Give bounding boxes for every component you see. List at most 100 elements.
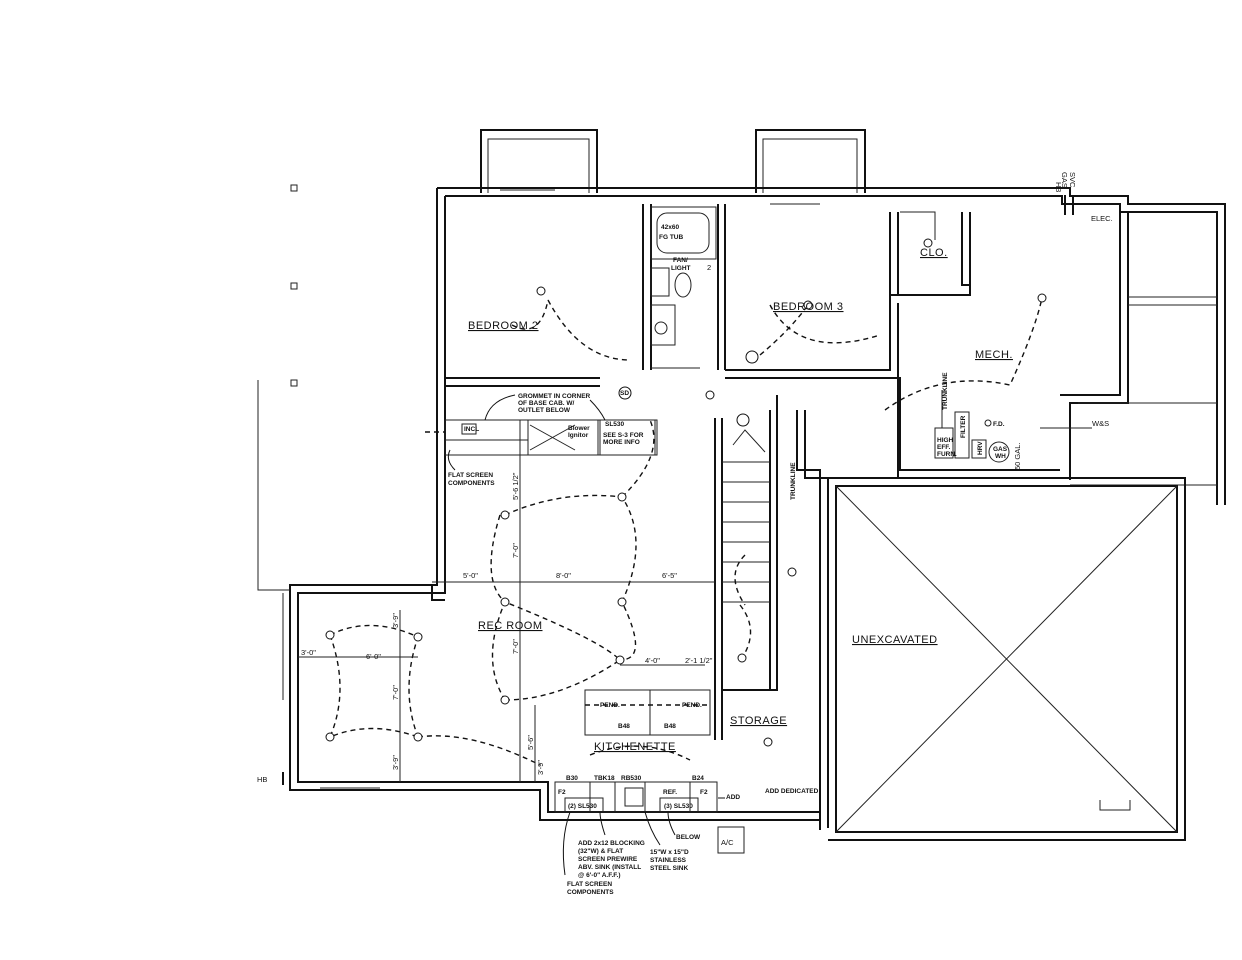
exterior-walls	[289, 187, 1226, 830]
sink-note: STEEL SINK	[650, 865, 688, 872]
elec-panel-label: ELEC.	[1091, 214, 1113, 223]
gas-service	[282, 195, 1074, 790]
flat-screen-note: FLAT SCREEN	[567, 881, 612, 888]
cabinet-f2: F2	[700, 789, 708, 796]
dimension-label: 7'-0"	[391, 685, 400, 700]
closet-label: CLO.	[920, 247, 948, 259]
hose-bib-label: HB	[1054, 182, 1063, 192]
dimension-label: 5'-6"	[526, 735, 535, 750]
sink-note: STAINLESS	[650, 857, 687, 864]
dimension-lines	[298, 420, 1092, 782]
dimension-label: 3'-0"	[301, 648, 316, 657]
grommet-note: GROMMET IN CORNER	[518, 393, 591, 400]
furnace-label: HIGH	[937, 437, 954, 444]
pendant-label: PEND.	[600, 702, 620, 709]
light-fixture	[923, 238, 933, 248]
trunkline-label: TRUNKLINE	[790, 462, 797, 500]
smoke-detector	[745, 350, 759, 364]
room-label-bedroom-2: BEDROOM 2	[468, 320, 539, 332]
bath-fixtures	[650, 206, 717, 346]
media-cabinet	[425, 419, 658, 456]
dimension-label: 6'-0"	[366, 652, 381, 661]
cabinet-code: (2) SL530	[568, 803, 597, 810]
left-markers	[290, 184, 745, 854]
light-fixture	[1037, 293, 1047, 303]
room-label-unexcavated: UNEXCAVATED	[852, 634, 938, 646]
grommet-note: OF BASE CAB. W/	[518, 400, 575, 407]
blocking-note: (32"W) & FLAT	[578, 848, 623, 855]
cabinet-code: RB530	[621, 775, 642, 782]
stairs	[722, 429, 770, 603]
sink-note: 15"W x 15"D	[650, 849, 689, 856]
dimension-label: 5'-0"	[463, 571, 478, 580]
blocking-note: ABV. SINK (INSTALL	[578, 864, 641, 871]
incl-note: INCL	[464, 426, 479, 433]
ignitor-note: Ignitor	[568, 432, 589, 439]
hose-bib-label: HB	[257, 775, 267, 784]
sl530-note: SL530	[605, 421, 625, 428]
dimension-label: 3'-9"	[391, 755, 400, 770]
cabinet-code: B48	[664, 723, 676, 730]
blocking-note: @ 6'-0" A.F.F.)	[578, 872, 621, 879]
below-label: BELOW	[676, 834, 701, 841]
mech-equipment	[934, 390, 1010, 463]
blower-note: Blower	[568, 425, 590, 432]
water-heater-label: GAS	[993, 446, 1008, 453]
dimension-label: 4'-0"	[645, 656, 660, 665]
dimension-label: 7'-0"	[511, 543, 520, 558]
add-outlet-label: ADD	[726, 794, 740, 801]
light-fixture	[787, 567, 797, 577]
furnace-label: EFF.	[937, 444, 951, 451]
washer-label: W&S	[1092, 419, 1109, 428]
gas-svc-label: SVC	[1068, 172, 1077, 188]
see-s3-note: SEE S-3 FOR	[603, 432, 644, 439]
window-wells	[480, 129, 866, 197]
ac-label: A/C	[721, 838, 734, 847]
light-fixture	[500, 510, 510, 520]
smoke-detector-label: SD	[620, 390, 629, 397]
deck-outline	[257, 380, 290, 700]
cabinet-code: B24	[692, 775, 704, 782]
fridge-label: REF.	[663, 789, 677, 796]
dimension-label: 3'-9"	[391, 613, 400, 628]
cabinet-code: (3) SL530	[664, 803, 693, 810]
light-fixture	[500, 597, 510, 607]
tub-label: FG TUB	[659, 234, 683, 241]
add-dedicated-label: ADD DEDICATED	[765, 788, 819, 795]
water-heater-size: 50 GAL.	[1013, 442, 1022, 470]
furnace-label: FURN.	[937, 451, 957, 458]
gas-svc-label: GAS	[1060, 172, 1069, 188]
light-fixture	[615, 655, 625, 665]
floor-drain-label: F.D.	[993, 421, 1005, 428]
light-fixture	[617, 597, 627, 607]
pendant-label: PEND.	[682, 702, 702, 709]
dimension-label: 5'-6 1/2"	[511, 472, 520, 500]
water-heater-label: WH	[995, 453, 1006, 460]
see-s3-note: MORE INFO	[603, 439, 640, 446]
dimension-label: 2'-1 1/2"	[685, 656, 713, 665]
light-fixture	[617, 492, 627, 502]
grommet-note: OUTLET BELOW	[518, 407, 571, 414]
dimension-label: 8'-0"	[556, 571, 571, 580]
light-fixture	[325, 732, 335, 742]
room-label-mech: MECH.	[975, 349, 1013, 361]
dimension-label: 3'-9"	[536, 760, 545, 775]
unexcavated-area	[828, 477, 1186, 841]
light-fixtures	[325, 238, 1047, 747]
fan-number: 2	[707, 263, 711, 272]
flat-screen-note: COMPONENTS	[567, 889, 614, 896]
blocking-note: ADD 2x12 BLOCKING	[578, 840, 645, 847]
smoke-detector	[618, 386, 632, 400]
light-fixture	[536, 286, 546, 296]
light-fixture	[413, 732, 423, 742]
smoke-detector	[736, 413, 750, 427]
kitchenette-cabinets	[554, 689, 718, 813]
cabinet-code: B30	[566, 775, 578, 782]
light-fixture	[325, 630, 335, 640]
dimension-label: 6'-5"	[662, 571, 677, 580]
cabinet-f2: F2	[558, 789, 566, 796]
room-label-kitchenette: KITCHENETTE	[594, 741, 676, 753]
fan-label: FAN/	[673, 257, 688, 264]
flat-screen-note: COMPONENTS	[448, 480, 495, 487]
